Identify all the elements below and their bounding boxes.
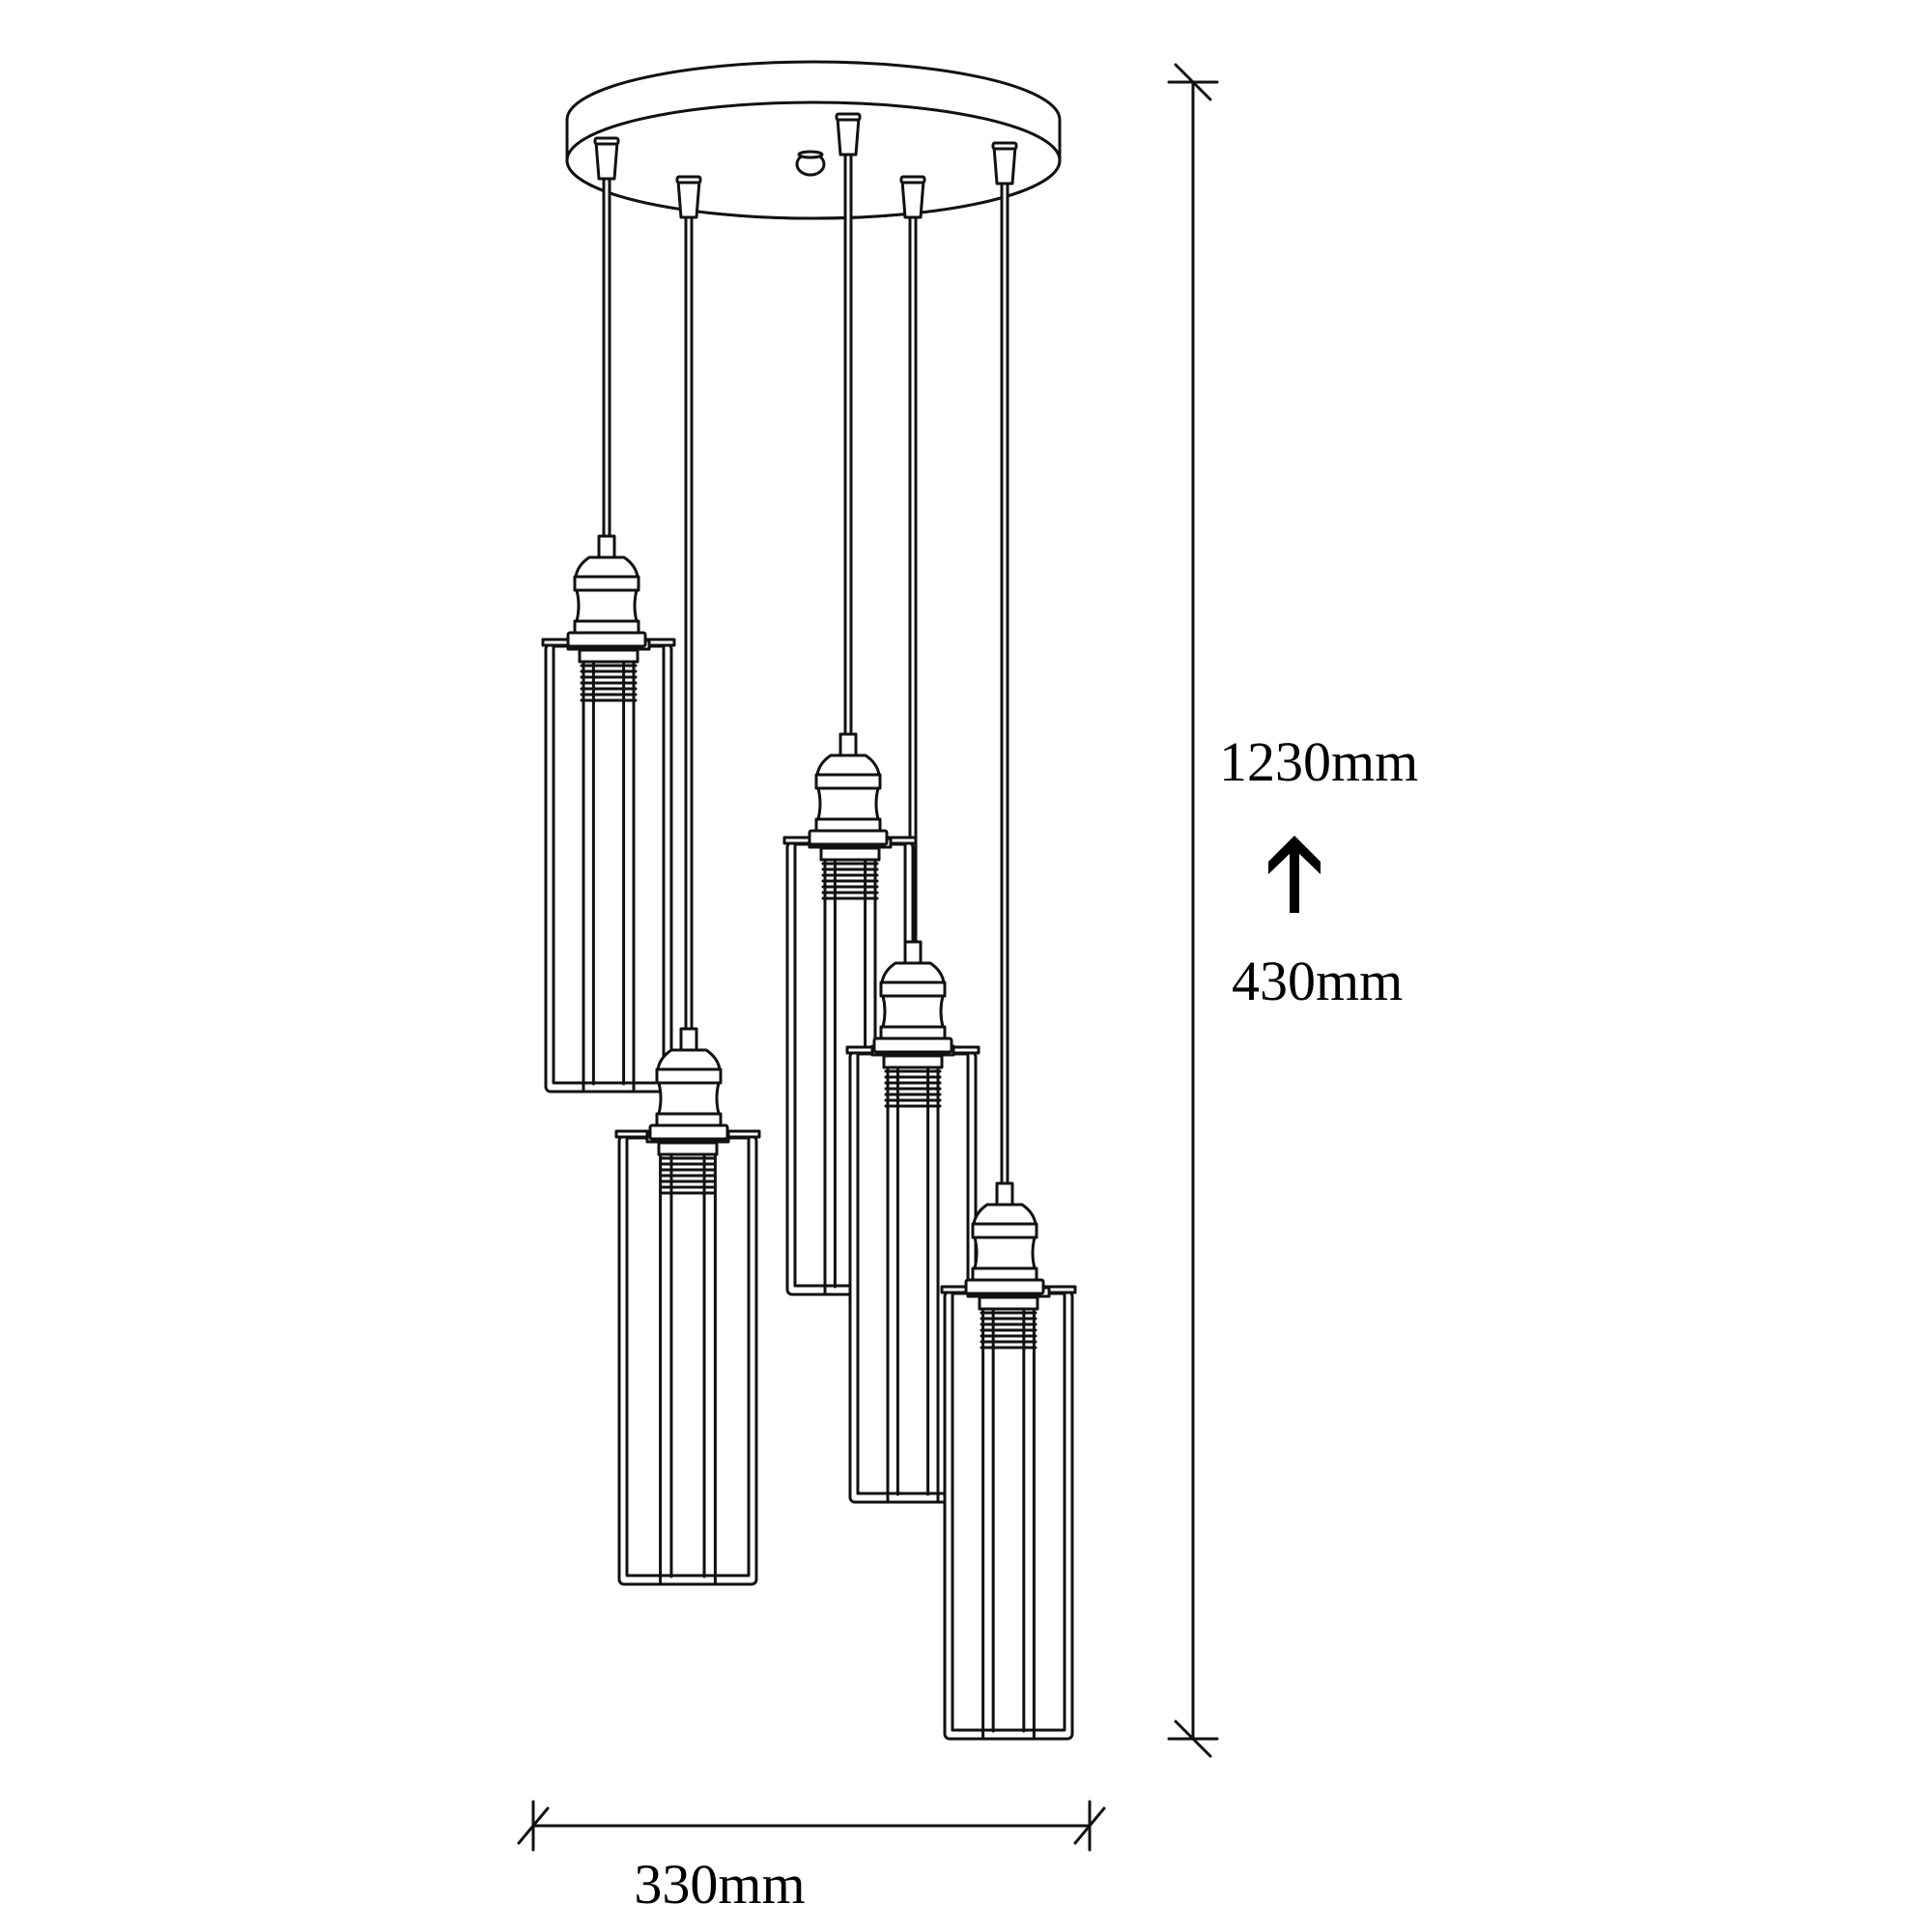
ceiling-canopy	[565, 60, 1062, 220]
socket-body	[973, 1236, 1037, 1270]
socket-nut	[578, 648, 639, 664]
pendant-lamp-5	[940, 1181, 1077, 1741]
cord-grip-cap-4	[899, 175, 926, 185]
cord-1	[602, 177, 611, 538]
socket-nut	[819, 846, 881, 862]
up-arrow-icon	[1268, 836, 1321, 913]
socket-ring	[814, 817, 882, 833]
socket-dome	[656, 1048, 722, 1071]
socket-shoulder	[655, 1067, 723, 1085]
socket-base	[566, 631, 647, 648]
socket-body	[881, 994, 945, 1029]
socket-nut	[882, 1054, 944, 1069]
cord-grip-5	[992, 145, 1017, 185]
socket-stem	[995, 1181, 1014, 1207]
socket-ring	[971, 1266, 1038, 1282]
socket-stem	[679, 1027, 698, 1052]
cord-grip-cap-2	[675, 175, 702, 185]
cord-grip-cap-1	[593, 136, 620, 146]
dimension-lines	[517, 63, 1219, 1852]
socket-nut	[978, 1295, 1039, 1311]
cage-frame	[617, 1134, 758, 1586]
socket-base	[648, 1123, 729, 1141]
socket-base	[872, 1037, 953, 1054]
socket-shoulder	[879, 980, 947, 998]
socket-base	[964, 1278, 1045, 1295]
cage-frame	[943, 1290, 1074, 1741]
height-min-label: 430mm	[1232, 950, 1403, 1012]
height-slash-tick	[1174, 1719, 1212, 1758]
cord-grip-1	[594, 140, 619, 181]
socket-shoulder	[814, 773, 882, 790]
socket-nut	[657, 1141, 719, 1156]
cord-3	[843, 153, 853, 736]
socket-ring	[573, 619, 640, 635]
socket-shoulder	[573, 575, 640, 592]
socket-stem	[597, 534, 616, 559]
width-label: 330mm	[634, 1853, 805, 1916]
socket-body	[816, 786, 880, 821]
arrow-shaft	[1290, 841, 1299, 913]
cord-grip-2	[676, 179, 701, 219]
cord-grip-cap-3	[835, 112, 862, 122]
cord-2	[684, 215, 694, 1031]
cord-grip-4	[900, 179, 925, 219]
cord-grip-3	[836, 116, 861, 156]
canopy-screw-cap	[797, 150, 824, 159]
cage-frame	[544, 642, 673, 1094]
pendant-lamps	[541, 534, 1077, 1741]
socket-dome	[574, 555, 639, 579]
cord-grip-cap-5	[991, 141, 1018, 151]
pendant-lamp-1	[541, 534, 676, 1094]
socket-body	[575, 588, 639, 623]
socket-ring	[879, 1025, 947, 1040]
socket-base	[808, 829, 889, 846]
height-slash-tick	[1174, 63, 1212, 101]
width-slash-tick	[1073, 1806, 1106, 1845]
socket-shoulder	[971, 1222, 1038, 1239]
socket-dome	[815, 753, 881, 777]
arrow-head	[1268, 836, 1321, 874]
socket-dome	[880, 961, 946, 984]
socket-dome	[972, 1203, 1037, 1226]
cord-4	[908, 215, 918, 944]
socket-stem	[838, 732, 858, 757]
socket-stem	[903, 940, 923, 965]
width-slash-tick	[517, 1806, 550, 1845]
cord-5	[1000, 182, 1009, 1185]
height-max-label: 1230mm	[1219, 730, 1418, 793]
socket-body	[657, 1081, 721, 1116]
socket-ring	[655, 1112, 723, 1127]
pendant-lamp-4	[845, 940, 980, 1504]
pendant-lamp-2	[614, 1027, 761, 1586]
